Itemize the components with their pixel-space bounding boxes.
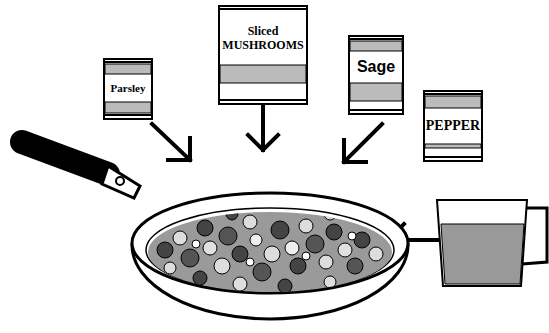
arrow-head: [248, 135, 278, 150]
spice-can: Sage: [348, 35, 404, 115]
can-rim: [103, 61, 153, 63]
can-label: PEPPER: [424, 118, 482, 134]
arrow-head: [344, 140, 366, 162]
arrow-head: [168, 138, 190, 160]
can-body: [349, 36, 403, 114]
cup-handle: [522, 208, 547, 264]
handle-bracket: [102, 166, 140, 198]
arrow-line: [261, 106, 265, 150]
can-outline: [218, 5, 308, 105]
can-band: [220, 65, 306, 83]
arrow-line: [152, 124, 190, 160]
can-band: [425, 144, 481, 148]
can-label: Parsley: [104, 82, 152, 95]
pan-handle: [22, 142, 140, 198]
can-label: Sliced MUSHROOMS: [220, 25, 306, 53]
can-rim: [103, 114, 153, 116]
can-body: [424, 91, 482, 161]
can-rim: [218, 99, 308, 101]
spice-can: Sliced MUSHROOMS: [218, 5, 308, 105]
can-label: Sage: [349, 58, 403, 76]
can-band: [350, 83, 402, 101]
cup-body: [437, 200, 527, 286]
measuring-cup: [437, 200, 547, 286]
can-rim: [423, 156, 483, 158]
can-band: [105, 64, 151, 74]
handle-rivet: [116, 177, 124, 185]
can-body: [104, 59, 152, 119]
arrow-line: [344, 124, 382, 162]
can-rim: [218, 8, 308, 10]
can-outline: [348, 35, 404, 115]
cup-liquid: [441, 224, 524, 284]
pan-food: [140, 205, 400, 295]
food-base: [140, 205, 400, 295]
can-band: [350, 41, 402, 51]
spice-can: Parsley: [103, 58, 153, 120]
handle-grip: [22, 142, 108, 174]
can-rim: [423, 93, 483, 95]
can-rim: [348, 109, 404, 111]
frying-pan: [132, 193, 408, 319]
can-body: [219, 6, 307, 104]
spice-can: PEPPER: [423, 90, 483, 162]
can-band: [105, 102, 151, 113]
can-band: [425, 96, 481, 108]
can-rim: [348, 38, 404, 40]
